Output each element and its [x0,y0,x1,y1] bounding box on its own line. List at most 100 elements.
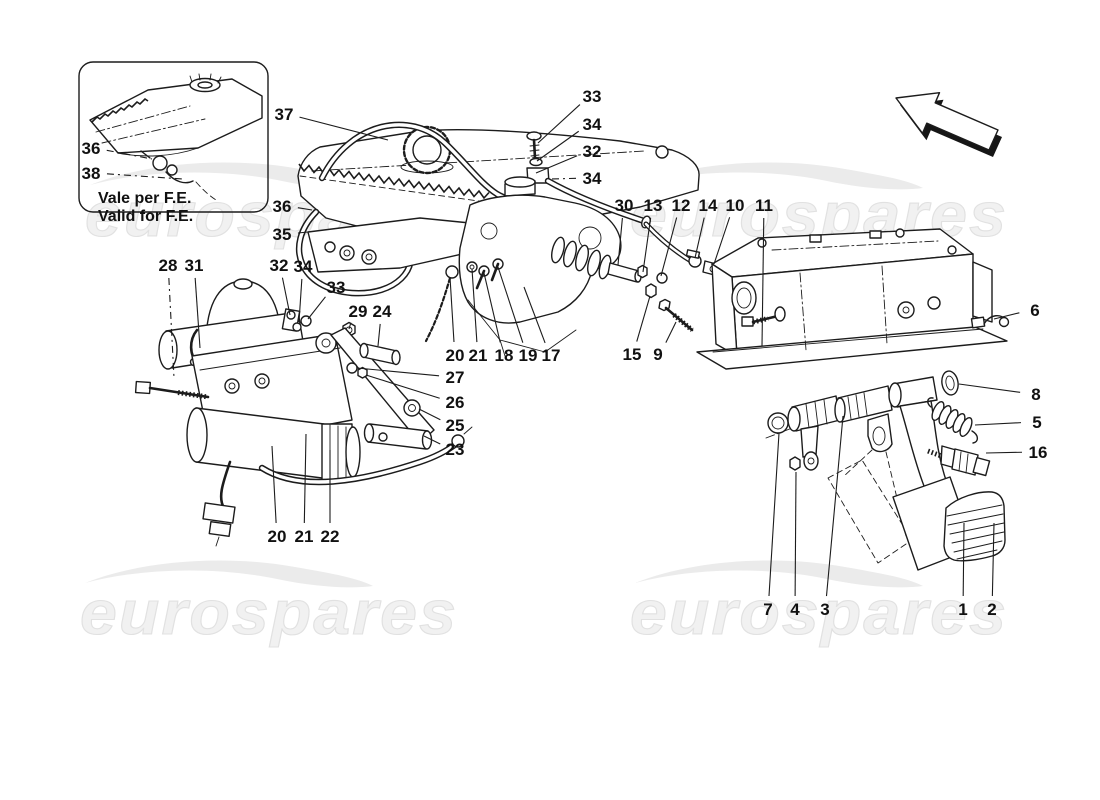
inset-reservoir-drawing [89,73,263,202]
leader-line-21 [471,268,478,343]
braided-hose [424,265,459,343]
callout-16: 16 [1029,443,1048,462]
piston-spring-stack [551,236,612,280]
callout-38: 38 [82,164,101,183]
watermark-bottom-left: eurospares [79,560,458,649]
callout-21: 21 [469,346,488,365]
callout-1: 1 [958,600,967,619]
leader-line-12 [660,217,678,277]
center-bushing [834,385,893,453]
inset-panel: Vale per F.E. Valid for F.E. [78,61,269,225]
leader-line-34 [550,177,577,180]
bracket-cylinder [363,423,433,450]
callout-4: 4 [790,600,800,619]
callout-20: 20 [268,527,287,546]
arrow-face [895,92,999,151]
master-cylinder-assembly [424,176,725,357]
callout-34: 34 [583,169,602,188]
callout-18: 18 [495,346,514,365]
leader-line-36 [297,207,313,211]
callout-11: 11 [755,196,773,215]
callout-22: 22 [321,527,340,546]
adjuster-nut [645,283,657,299]
leader-line-23 [423,435,441,445]
leader-line-34 [298,278,303,323]
leader-line-5 [974,422,1022,426]
leader-line-9 [665,321,677,343]
leader-line-17 [523,286,546,344]
direction-arrow [895,92,1002,157]
leader-line-24 [377,323,381,347]
callout-29: 29 [349,302,368,321]
left-bushing [787,395,841,432]
leader-line-10 [713,217,731,265]
callout-34: 34 [583,115,602,134]
leader-line-26 [365,374,440,399]
callout-14: 14 [699,196,718,215]
callout-3: 3 [820,600,829,619]
callout-6: 6 [1030,301,1039,320]
callout-33: 33 [583,87,602,106]
pivot-washer [941,370,959,396]
return-spring [927,397,979,444]
callout-26: 26 [446,393,465,412]
callout-28: 28 [159,256,178,275]
mounting-studs [466,258,504,290]
brake-pedal-pad [943,491,1006,562]
lower-pipe [258,426,473,486]
callout-17: 17 [542,346,561,365]
callout-20: 20 [446,346,465,365]
callout-2: 2 [987,600,996,619]
watermark-text: eurospares [630,579,1008,648]
callout-13: 13 [644,196,663,215]
pivot-bolt [346,362,358,374]
leader-line-14 [694,217,705,259]
callout-33: 33 [327,278,346,297]
callout-7: 7 [763,600,772,619]
stop-light-switch [927,445,991,477]
inset-border [78,61,269,213]
callout-32: 32 [583,142,602,161]
leader-line-33 [307,296,326,320]
leader-line-1 [962,522,965,597]
leader-line-7 [768,432,780,597]
pivot-circlip [767,412,789,434]
leader-line-13 [642,217,652,273]
washer [403,399,421,417]
inset-note-line1: Vale per F.E. [98,190,191,207]
leader-line-32 [281,277,291,316]
lock-nut [637,264,648,279]
pushrod [607,262,642,283]
callout-19: 19 [519,346,538,365]
callout-24: 24 [373,302,392,321]
callout-12: 12 [672,196,691,215]
leader-line-3 [825,415,844,597]
leader-line-31 [194,277,201,349]
leader-line-15 [636,295,651,342]
pump-motor [186,407,361,481]
leader-line-37 [299,116,389,141]
leader-line-21 [303,433,307,524]
leader-line-25 [418,408,441,421]
leader-line-19 [497,266,524,343]
inset-note-line2: Valid for F.E. [98,208,193,225]
leader-line-33 [537,104,581,144]
leader-line-2 [991,522,995,597]
crank-arm [789,425,819,471]
leader-line-18 [483,272,501,343]
cover-stud [741,306,786,327]
callout-36: 36 [273,197,292,216]
leader-line-29 [348,322,352,330]
callout-36: 36 [82,139,101,158]
leader-line-8 [958,383,1021,393]
callout-30: 30 [615,196,634,215]
pedal-assembly [765,370,1006,571]
callout-37: 37 [275,105,294,124]
leader-line-11 [761,217,765,347]
callout-15: 15 [623,345,642,364]
watermark-text: eurospares [80,579,458,648]
spacer-tube [359,342,401,366]
crank-nut [789,456,801,471]
